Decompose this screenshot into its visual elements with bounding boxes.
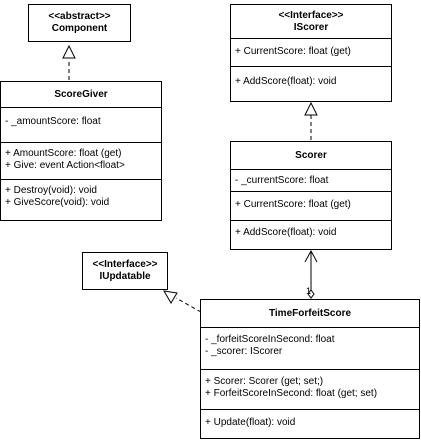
iupdatable-stereotype: <<Interface>> <box>92 259 158 270</box>
iscorer-method: + AddScore(float): void <box>235 76 337 87</box>
scorer-methods: + AddScore(float): void <box>231 220 391 242</box>
iscorer-interface[interactable]: <<Interface>> IScorer + CurrentScore: fl… <box>230 4 392 102</box>
timeforfeit-name: TimeForfeitScore <box>268 307 352 319</box>
component-name: Component <box>51 23 108 34</box>
scoregiver-header: ScoreGiver <box>1 82 161 107</box>
scorer-class[interactable]: Scorer - _currentScore: float + CurrentS… <box>230 141 392 250</box>
scorer-properties: + CurrentScore: float (get) <box>231 191 391 220</box>
iscorer-triangle <box>304 101 318 116</box>
multiplicity-label: 1 <box>306 286 311 296</box>
scoregiver-properties: + AmountScore: float (get) + Give: event… <box>1 142 161 179</box>
iupdatable-triangle <box>163 290 178 304</box>
scoregiver-method: + GiveScore(void): void <box>5 197 110 208</box>
scorer-fields: - _currentScore: float <box>231 169 391 191</box>
timeforfeit-field: - _forfeitScoreInSecond: float <box>205 334 335 345</box>
component-stereotype: <<abstract>> <box>48 11 111 22</box>
association-arrowhead <box>304 249 318 263</box>
timeforfeit-property: + ForfeitScoreInSecond: float (get; set) <box>205 388 378 399</box>
iscorer-header: <<Interface>> IScorer <box>231 5 391 38</box>
timeforfeit-properties: + Scorer: Scorer (get; set;) + ForfeitSc… <box>201 369 419 409</box>
component-header: <<abstract>> Component <box>29 5 130 41</box>
scoregiver-class[interactable]: ScoreGiver - _amountScore: float + Amoun… <box>0 81 162 221</box>
timeforfeit-header: TimeForfeitScore <box>201 300 419 327</box>
iscorer-name: IScorer <box>293 21 329 33</box>
component-triangle <box>62 44 76 59</box>
scoregiver-name: ScoreGiver <box>54 88 108 100</box>
component-class[interactable]: <<abstract>> Component <box>28 4 131 42</box>
iscorer-stereotype: <<Interface>> <box>278 9 344 21</box>
scoregiver-field: - _amountScore: float <box>5 116 101 127</box>
timeforfeit-property: + Scorer: Scorer (get; set;) <box>205 376 324 387</box>
scorer-property: + CurrentScore: float (get) <box>235 199 351 210</box>
scorer-name: Scorer <box>295 149 327 161</box>
timeforfeit-fields: - _forfeitScoreInSecond: float - _scorer… <box>201 327 419 369</box>
iupdatable-name: IUpdatable <box>99 271 151 282</box>
timeforfeit-to-iupdatable-line <box>175 297 202 313</box>
scoregiver-fields: - _amountScore: float <box>1 107 161 142</box>
scoregiver-method: + Destroy(void): void <box>5 185 97 196</box>
iupdatable-header: <<Interface>> IUpdatable <box>83 253 167 289</box>
iscorer-methods: + AddScore(float): void <box>231 66 391 91</box>
scoregiver-methods: + Destroy(void): void + GiveScore(void):… <box>1 179 161 212</box>
iscorer-property: + CurrentScore: float (get) <box>235 46 351 57</box>
aggregation-diamond <box>307 289 315 299</box>
timeforfeitscore-class[interactable]: TimeForfeitScore - _forfeitScoreInSecond… <box>200 299 420 439</box>
iupdatable-interface[interactable]: <<Interface>> IUpdatable <box>82 252 168 290</box>
scorer-method: + AddScore(float): void <box>235 227 337 238</box>
scorer-header: Scorer <box>231 142 391 169</box>
iscorer-properties: + CurrentScore: float (get) <box>231 38 391 66</box>
scoregiver-property: + AmountScore: float (get) <box>5 148 122 159</box>
timeforfeit-field: - _scorer: IScorer <box>205 346 283 357</box>
scorer-field: - _currentScore: float <box>235 175 329 186</box>
timeforfeit-methods: + Update(float): void <box>201 409 419 432</box>
scoregiver-property: + Give: event Action<float> <box>5 160 125 171</box>
timeforfeit-method: + Update(float): void <box>205 417 296 428</box>
